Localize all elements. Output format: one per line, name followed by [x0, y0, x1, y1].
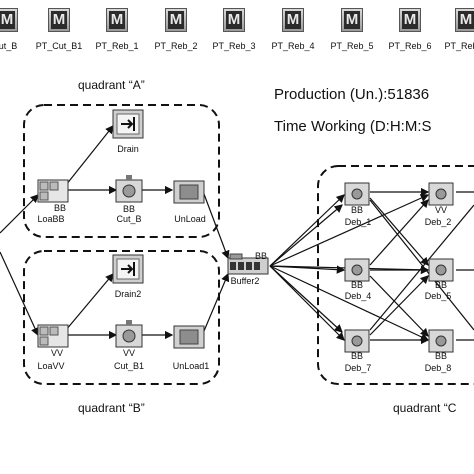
bb-tag: BB	[122, 204, 136, 214]
toolbar-label: PT_Reb_1	[95, 41, 139, 51]
deb-4-block[interactable]	[344, 258, 370, 282]
bb-tag: BB	[350, 280, 364, 290]
drain2-label: Drain2	[114, 289, 142, 299]
toolbar-label: PT_Reb_3	[212, 41, 256, 51]
m-tool-icon[interactable]: M	[0, 8, 18, 32]
vv-tag: VV	[434, 205, 448, 215]
buffer2-label: Buffer2	[230, 276, 260, 286]
vv-tag: VV	[50, 348, 64, 358]
toolbar-label: ut_B	[0, 41, 18, 51]
toolbar-label: PT_Reb	[444, 41, 474, 51]
toolbar-label: PT_Reb_6	[388, 41, 432, 51]
deb-5-block[interactable]	[428, 258, 454, 282]
quadrant-c-container	[317, 165, 474, 385]
quadrant-a-title: quadrant “A”	[78, 78, 145, 92]
m-tool-icon[interactable]: M	[165, 8, 187, 32]
load-bb-block[interactable]	[37, 179, 69, 203]
drain-block[interactable]	[112, 109, 144, 139]
production-readout: Production (Un.):51836	[274, 86, 430, 103]
bb-tag: BB	[350, 351, 364, 361]
cut-b-label: Cut_B	[116, 214, 142, 224]
deb-8-block[interactable]	[428, 329, 454, 353]
drain-label: Drain	[117, 144, 139, 154]
m-tool-icon[interactable]: M	[341, 8, 363, 32]
cut-b1-block[interactable]	[115, 320, 143, 348]
deb-4-label: Deb_4	[344, 291, 372, 301]
load-vv-label: LoaVV	[37, 361, 65, 371]
m-tool-icon[interactable]: M	[455, 8, 474, 32]
vv-tag: VV	[122, 348, 136, 358]
load-vv-block[interactable]	[37, 324, 69, 348]
unload-label: UnLoad	[174, 214, 206, 224]
m-tool-icon[interactable]: M	[282, 8, 304, 32]
unload-block[interactable]	[173, 180, 205, 204]
deb-8-label: Deb_8	[424, 363, 452, 373]
drain2-block[interactable]	[112, 254, 144, 284]
quadrant-c-title: quadrant “C	[393, 401, 457, 415]
unload1-label: UnLoad1	[172, 361, 210, 371]
toolbar-label: PT_Reb_2	[154, 41, 198, 51]
cut-b1-label: Cut_B1	[113, 361, 145, 371]
m-tool-icon[interactable]: M	[223, 8, 245, 32]
quadrant-b-title: quadrant “B”	[78, 401, 145, 415]
deb-1-label: Deb_1	[344, 217, 372, 227]
deb-7-block[interactable]	[344, 329, 370, 353]
load-bb-label: LoaBB	[37, 214, 65, 224]
m-tool-icon[interactable]: M	[399, 8, 421, 32]
time-working-readout: Time Working (D:H:M:S	[274, 118, 432, 135]
deb-2-block[interactable]	[428, 182, 454, 206]
buffer2-block[interactable]	[227, 253, 269, 275]
m-tool-icon[interactable]: M	[106, 8, 128, 32]
bb-tag: BB	[53, 203, 67, 213]
toolbar-label: PT_Reb_5	[330, 41, 374, 51]
bb-tag: BB	[434, 280, 448, 290]
bb-tag: BB	[434, 351, 448, 361]
unload1-block[interactable]	[173, 325, 205, 349]
deb-5-label: Deb_5	[424, 291, 452, 301]
m-tool-icon[interactable]: M	[48, 8, 70, 32]
bb-tag: BB	[350, 205, 364, 215]
deb-7-label: Deb_7	[344, 363, 372, 373]
cut-b-block[interactable]	[115, 175, 143, 203]
deb-1-block[interactable]	[344, 182, 370, 206]
toolbar-label: PT_Cut_B1	[35, 41, 83, 51]
bb-tag: BB	[254, 251, 268, 261]
deb-2-label: Deb_2	[424, 217, 452, 227]
toolbar-label: PT_Reb_4	[271, 41, 315, 51]
